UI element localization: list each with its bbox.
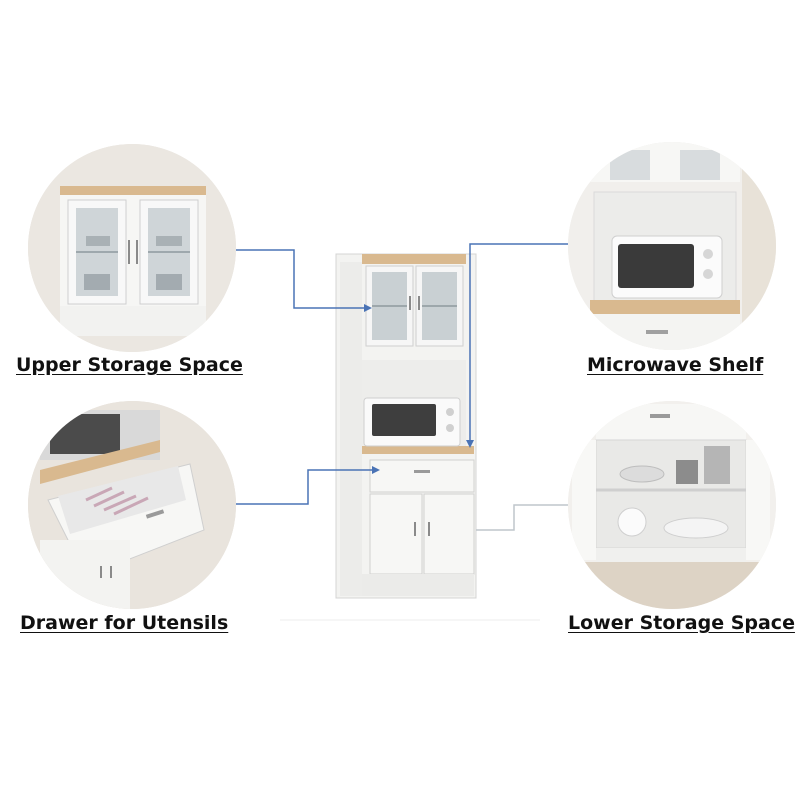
upper-storage-detail [28, 144, 236, 352]
microwave-shelf-detail [568, 142, 776, 350]
drawer-detail [28, 401, 236, 609]
upper-storage-label: Upper Storage Space [16, 354, 243, 376]
kitchen-cabinet [335, 253, 477, 599]
lower-storage-detail [568, 401, 776, 609]
microwave-shelf-label: Microwave Shelf [587, 354, 764, 376]
arrowhead [364, 304, 372, 312]
connector-lines [236, 243, 568, 531]
drawer-label: Drawer for Utensils [20, 612, 229, 634]
arrowhead [466, 440, 474, 448]
lower-storage-label: Lower Storage Space [568, 612, 795, 634]
arrowhead [372, 466, 380, 474]
